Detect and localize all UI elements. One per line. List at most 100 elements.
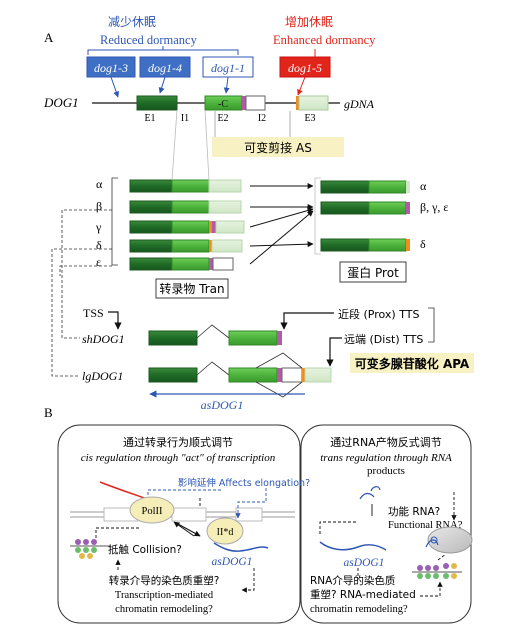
collision-arrow-left — [173, 521, 195, 537]
guide-line-1 — [171, 109, 178, 181]
transcript-delta — [129, 239, 243, 253]
dash-beta-shdog1 — [61, 209, 112, 339]
gdna-label: gDNA — [344, 97, 375, 111]
transcript-epsilon — [129, 257, 234, 271]
trans-remodel-cn2: 重塑? RNA-mediated — [310, 588, 416, 601]
exon-label-e1: E1 — [144, 113, 155, 124]
pointer-dog1-3 — [110, 76, 120, 98]
pointer-dog1-1 — [223, 76, 230, 94]
cis-nucleosomes — [70, 539, 110, 559]
arrow-delta — [249, 241, 314, 248]
tts-brace — [428, 307, 435, 343]
panel-a-label: A — [44, 30, 54, 45]
exon-label-i1: I1 — [181, 113, 189, 124]
exon-e3-orange — [296, 96, 299, 110]
prox-tts-bg — [336, 305, 428, 322]
isoform-gamma: γ — [95, 220, 102, 234]
trans-top-link — [319, 521, 358, 534]
protein-delta — [320, 238, 410, 252]
polii-right — [206, 517, 244, 545]
affects-elongation-label: 影响延伸 Affects elongation? — [178, 477, 310, 489]
isoform-beta: β — [96, 199, 102, 213]
reduced-bracket — [87, 49, 239, 55]
cis-remodel-link — [95, 527, 140, 538]
isoform-delta: δ — [96, 238, 102, 252]
arrow-gamma — [249, 207, 314, 228]
protein-beta — [320, 201, 410, 215]
reduced-dormancy-cn: 减少休眠 — [108, 15, 156, 29]
tss-label: TSS — [83, 306, 104, 320]
cis-dna — [70, 507, 295, 522]
polii-label: PolII — [142, 506, 164, 517]
functional-rna-en: Functional RNA? — [388, 520, 463, 531]
trans-nucleosome-arrow — [437, 553, 447, 561]
tran-label: 转录物 Tran — [159, 281, 224, 296]
dash-epsilon — [59, 265, 112, 276]
as-label: 可变剪接 AS — [244, 140, 312, 155]
pointer-dog1-4 — [158, 76, 166, 94]
functional-rna-cn: 功能 RNA? — [388, 505, 440, 518]
apa-label-bg — [350, 353, 474, 373]
functional-rna-hairpin — [359, 486, 381, 500]
trans-title-cn: 通过RNA产物反式调节 — [330, 435, 441, 449]
trans-remodel-arrow — [420, 581, 443, 597]
cis-title-cn: 通过转录行为顺式调节 — [123, 435, 233, 449]
transcript-gamma — [129, 220, 245, 234]
as-label-bg — [212, 137, 344, 157]
prot-label-beta: β, γ, ε — [420, 200, 448, 214]
apa-label: 可变多腺苷酸化 APA — [355, 356, 470, 371]
cis-remodel-en2: chromatin remodeling? — [115, 604, 213, 615]
tran-box — [155, 278, 229, 299]
arrow-epsilon — [249, 210, 314, 265]
exon-label-e2: E2 — [217, 113, 228, 124]
exon-label-i2: I2 — [258, 113, 266, 124]
exon-label-e3: E3 — [304, 113, 315, 124]
trans-title-en2: products — [367, 465, 405, 477]
lgdog1-label: lgDOG1 — [82, 369, 123, 383]
trans-remodel-en: chromatin remodeling? — [310, 604, 408, 615]
affects-elongation-arrow — [235, 488, 267, 519]
prot-label-alpha: α — [420, 179, 427, 193]
exon-e2-purple — [242, 96, 246, 110]
polii-right-label: II*d — [217, 527, 234, 538]
isoform-alpha: α — [96, 177, 103, 191]
lgdog1-transcript — [148, 352, 332, 398]
snp-mark: -C — [218, 99, 228, 110]
trans-asdog1-label: asDOG1 — [344, 557, 385, 569]
complex-rna — [425, 539, 439, 548]
exon-e3 — [298, 95, 329, 111]
reduced-dormancy-en: Reduced dormancy — [100, 33, 198, 47]
collision-label: 抵触 Collision? — [108, 543, 182, 556]
shdog1-transcript — [148, 324, 282, 346]
cis-remodel-en1: Transcription-mediated — [115, 590, 214, 601]
protein-complex — [427, 526, 473, 554]
prot-label: 蛋白 Prot — [347, 265, 399, 280]
guide-line-2 — [204, 109, 210, 181]
allele-dog1-3: dog1-3 — [94, 61, 128, 75]
prox-tts-label: 近段 (Prox) TTS — [338, 307, 419, 321]
prot-label-delta: δ — [420, 237, 426, 251]
protein-alpha — [320, 180, 410, 194]
gene-name: DOG1 — [43, 95, 79, 110]
trans-asdog1-rna — [319, 541, 387, 551]
cis-asdog1-rna — [213, 542, 269, 552]
shdog1-label: shDOG1 — [82, 332, 125, 346]
cis-asdog1-label: asDOG1 — [212, 556, 253, 568]
asdog1-label: asDOG1 — [201, 398, 244, 412]
enhanced-dormancy-en: Enhanced dormancy — [273, 33, 376, 47]
trans-nucleosomes — [412, 563, 462, 579]
isoform-brace — [111, 177, 118, 266]
collision-arrow-right — [177, 523, 201, 537]
transcript-alpha — [129, 179, 242, 193]
complex-rna-loop — [430, 536, 438, 544]
isoform-epsilon: ε — [96, 255, 101, 269]
allele-dog1-1: dog1-1 — [211, 61, 245, 75]
protein-bracket — [314, 177, 321, 255]
pointer-dog1-5 — [297, 76, 306, 96]
exon-e2-utr — [245, 95, 266, 111]
panel-b-label: B — [44, 405, 53, 420]
exon-e1 — [136, 95, 178, 111]
dash-delta-lgdog1 — [51, 248, 112, 377]
